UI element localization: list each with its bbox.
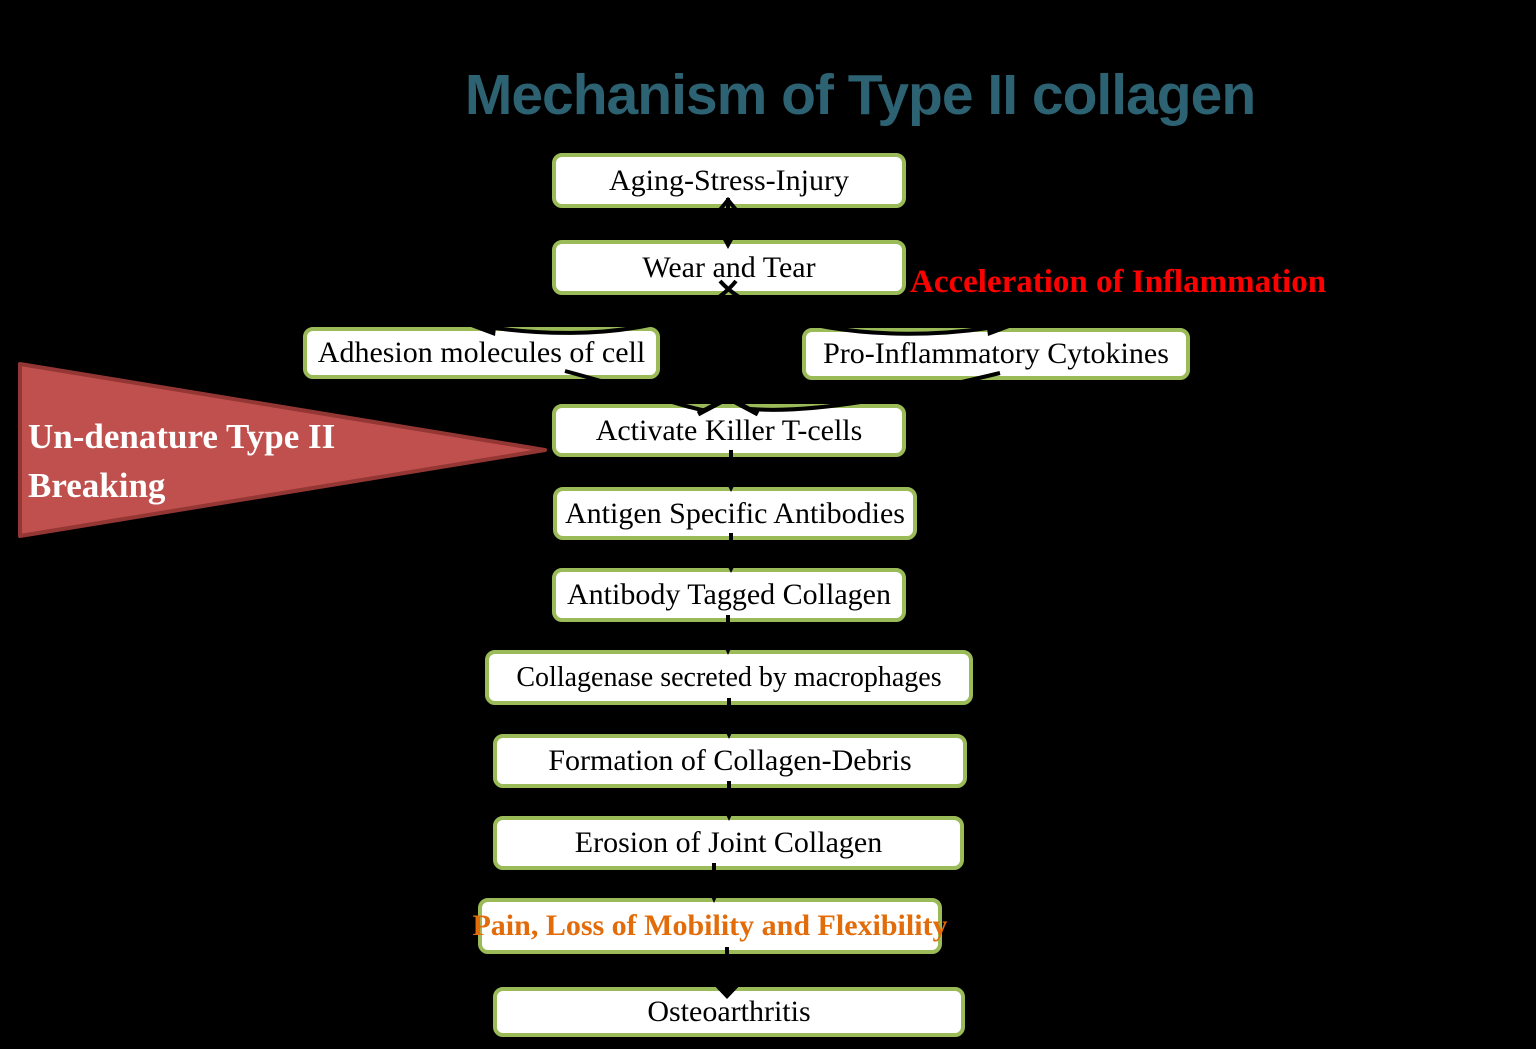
flow-box-pro-inflammatory-cytokines: Pro-Inflammatory Cytokines [802, 328, 1190, 380]
flow-box-label: Erosion of Joint Collagen [574, 826, 883, 859]
flow-box-osteoarthritis: Osteoarthritis [493, 987, 965, 1037]
flow-box-pain-loss-of-mobility: Pain, Loss of Mobility and Flexibility [472, 898, 948, 954]
page-title: Mechanism of Type II collagen [464, 63, 1256, 127]
flow-box-collagenase-secreted-by-macrophages: Collagenase secreted by macrophages [485, 650, 973, 705]
flow-box-wear-and-tear: Wear and Tear [552, 240, 906, 295]
flow-box-label: Activate Killer T-cells [595, 413, 863, 447]
triangle-callout-line1: Un-denature Type II [28, 417, 336, 456]
flow-box-label: Pain, Loss of Mobility and Flexibility [472, 909, 948, 942]
flow-box-adhesion-molecules: Adhesion molecules of cell [303, 327, 660, 379]
flow-box-label: Collagenase secreted by macrophages [516, 661, 942, 693]
flow-box-aging-stress-injury: Aging-Stress-Injury [552, 153, 906, 208]
flow-box-label: Aging-Stress-Injury [609, 163, 849, 197]
triangle-callout-line2: Breaking [28, 466, 166, 505]
triangle-callout-text: Un-denature Type II Breaking [28, 412, 428, 510]
flow-box-activate-killer-t-cells: Activate Killer T-cells [552, 404, 906, 457]
flow-box-label: Formation of Collagen-Debris [548, 744, 912, 777]
flow-box-label: Pro-Inflammatory Cytokines [823, 337, 1169, 370]
acceleration-annotation: Acceleration of Inflammation [910, 264, 1327, 300]
flow-box-label: Wear and Tear [642, 250, 816, 284]
flow-box-antibody-tagged-collagen: Antibody Tagged Collagen [552, 568, 906, 622]
flow-box-label: Antigen Specific Antibodies [565, 496, 905, 530]
flow-box-label: Antibody Tagged Collagen [567, 578, 891, 611]
flow-box-label: Adhesion molecules of cell [317, 336, 646, 369]
flow-box-antigen-specific-antibodies: Antigen Specific Antibodies [553, 487, 917, 540]
flow-box-erosion-of-joint-collagen: Erosion of Joint Collagen [493, 816, 964, 870]
flow-box-formation-of-collagen-debris: Formation of Collagen-Debris [493, 734, 967, 788]
flow-box-label: Osteoarthritis [647, 995, 811, 1028]
